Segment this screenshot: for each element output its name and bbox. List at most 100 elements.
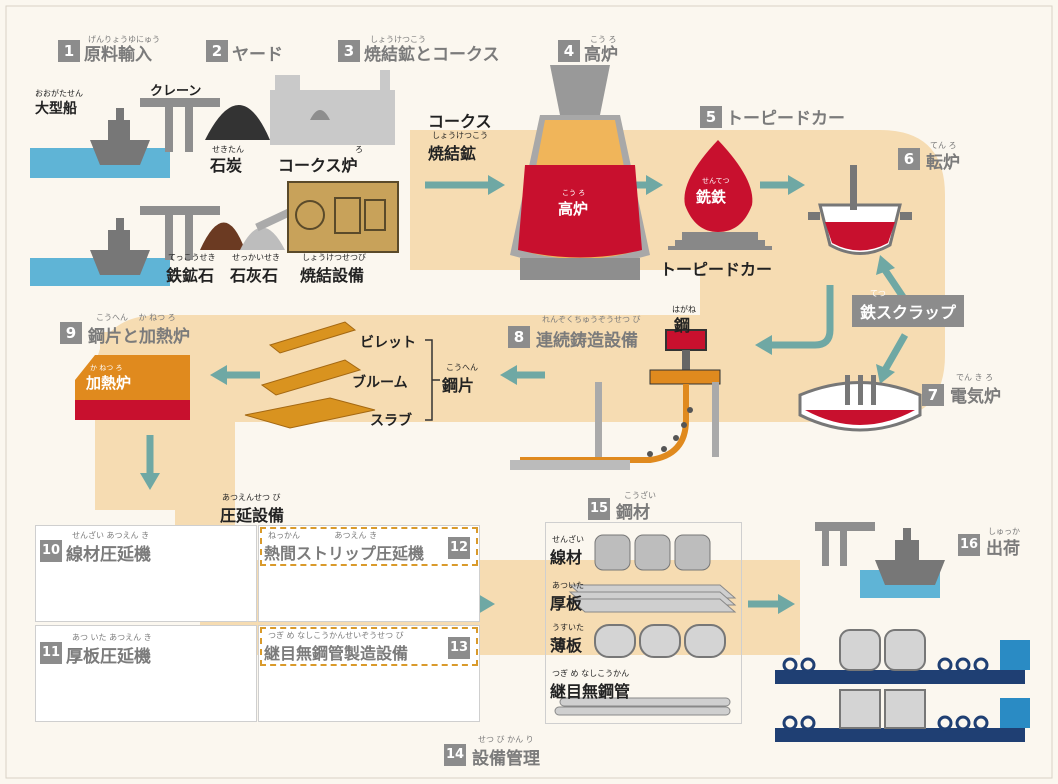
- steel-label: 鋼: [674, 316, 691, 335]
- coke-label: コークス: [428, 112, 492, 131]
- iron-ore-pile-icon: [200, 222, 245, 250]
- furnace-inner-furi: こう ろ: [562, 189, 586, 197]
- converter-icon: [808, 165, 912, 255]
- step-14-furi: せつ び かん り: [478, 735, 534, 744]
- reheat-label: 加熱炉: [86, 374, 132, 392]
- step-1-furi: げんりょうゆにゅう: [88, 35, 160, 44]
- step-10-badge: 10: [40, 540, 62, 562]
- sheet-label: 薄板: [550, 636, 583, 655]
- limestone-label: 石灰石: [230, 266, 279, 285]
- hot-strip-dashed: [260, 527, 478, 566]
- step-16-badge: 16: [958, 534, 980, 556]
- reheat-furi: か ねつ ろ: [90, 364, 123, 372]
- coal-furi: せきたん: [212, 145, 244, 154]
- truck-icon: [775, 629, 1030, 684]
- ship-label: 大型船: [35, 101, 77, 117]
- rolling-furi: あつえんせつ び: [222, 493, 281, 502]
- step-16-title: 出荷: [986, 539, 1020, 559]
- ship-icon: [90, 108, 150, 165]
- steel-furi: はがね: [672, 305, 696, 314]
- truck-wheels-icon: [782, 657, 989, 731]
- sinter-plant-icon: [287, 181, 399, 253]
- scrap-furi: てつ: [870, 289, 886, 298]
- pipe-label: 継目無鋼管: [550, 682, 631, 701]
- coke-oven-furi: ろ: [355, 145, 363, 154]
- coal-label: 石炭: [210, 156, 243, 175]
- furnace-inner-label: 高炉: [558, 200, 589, 218]
- pipes-icon: [554, 697, 731, 716]
- step-12-badge: 12: [448, 537, 470, 559]
- sinter-plant-label: 焼結設備: [300, 266, 365, 285]
- crane-icon: [815, 522, 875, 566]
- billet-label: ビレット: [360, 335, 416, 351]
- seamless-dashed: [260, 627, 478, 666]
- step-13-badge: 13: [448, 637, 470, 659]
- sinter-label: 焼結鉱: [428, 144, 477, 163]
- step-4-furi: こう ろ: [590, 35, 617, 44]
- crane-icon: [140, 206, 220, 260]
- pipe-furi: つぎ め なしこうかん: [552, 669, 630, 678]
- step-8-title: 連続鋳造設備: [536, 331, 638, 351]
- ship-icon: [875, 528, 945, 585]
- wire-furi: せんざい: [552, 535, 584, 544]
- step-2-badge: 2: [206, 40, 228, 62]
- step-3-furi: しょうけつこう: [370, 35, 426, 44]
- step-1-title: 原料輸入: [84, 45, 152, 65]
- step-6-title: 転炉: [926, 153, 960, 173]
- rolling-box-12: [258, 525, 480, 622]
- step-15-furi: こうざい: [624, 491, 656, 500]
- semi-furi: こうへん: [446, 363, 478, 372]
- plate-furi: あついた: [552, 581, 584, 590]
- step-14-badge: 14: [444, 744, 466, 766]
- step-8-furi: れんぞくちゅうぞうせつ び: [542, 315, 641, 324]
- step-9-furi: こうへん か ねつ ろ: [96, 313, 176, 322]
- step-6-furi: てん ろ: [930, 141, 957, 150]
- sinter-plant-furi: しょうけつせつび: [302, 253, 366, 262]
- steel-products-box: [545, 522, 742, 724]
- sheet-coils-icon: [594, 624, 726, 658]
- ship-furi: おおがたせん: [35, 89, 83, 98]
- coal-pile-icon: [205, 105, 270, 140]
- coke-oven-icon: [270, 70, 395, 145]
- conveyor-icon: [255, 206, 295, 232]
- step-11-title: 厚板圧延機: [66, 647, 151, 667]
- crane-icon: [140, 98, 220, 152]
- wire-label: 線材: [550, 548, 583, 567]
- step-2-title: ヤード: [232, 45, 283, 65]
- step-7-badge: 7: [922, 384, 944, 406]
- reheating-furnace-icon: [75, 355, 190, 420]
- step-3-title: 焼結鉱とコークス: [364, 45, 500, 65]
- sinter-furi: しょうけつこう: [432, 131, 488, 140]
- plate-label: 厚板: [550, 594, 583, 613]
- step-12-furi: ねっかん あつえん き: [268, 531, 378, 540]
- step-16-furi: しゅっか: [988, 527, 1020, 536]
- step-8-badge: 8: [508, 326, 530, 348]
- step-5-title: トーピードカー: [726, 109, 845, 129]
- semi-finished-products-icon: [244, 321, 376, 429]
- continuous-caster-icon: [510, 329, 721, 470]
- torpedo-car-label: トーピードカー: [660, 260, 773, 279]
- limestone-pile-icon: [240, 227, 285, 250]
- pig-iron-furi: せんてつ: [702, 177, 730, 185]
- rolling-box-11: [35, 625, 257, 722]
- step-10-title: 線材圧延機: [66, 545, 151, 565]
- crane-label: クレーン: [150, 84, 202, 99]
- scrap-label: 鉄スクラップ: [852, 295, 965, 327]
- step-15-title: 鋼材: [616, 503, 650, 523]
- bracket: [425, 339, 440, 421]
- step-15-badge: 15: [588, 498, 610, 520]
- bloom-label: ブルーム: [352, 375, 408, 391]
- coke-oven-label: コークス炉: [278, 156, 358, 175]
- blast-furnace-icon: [510, 65, 650, 280]
- electric-furnace-icon: [798, 375, 922, 432]
- step-1-badge: 1: [58, 40, 80, 62]
- pig-iron-drop-icon: [684, 140, 753, 232]
- truck-icon: [775, 689, 1030, 742]
- step-9-badge: 9: [60, 322, 82, 344]
- rolling-box-13: [258, 625, 480, 722]
- semi-label: 鋼片: [442, 376, 475, 395]
- step-3-badge: 3: [338, 40, 360, 62]
- step-6-badge: 6: [898, 148, 920, 170]
- slab-label: スラブ: [370, 413, 412, 429]
- ship-icon: [90, 218, 150, 275]
